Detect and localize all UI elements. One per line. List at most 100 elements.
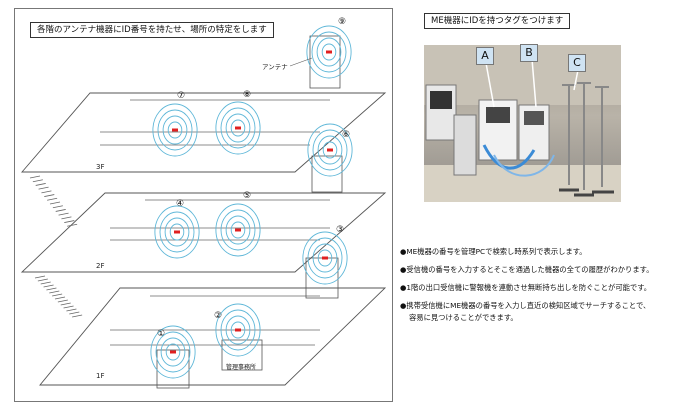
note-item: ●携帯受信機にME機器の番号を入力し直近の検知区域でサーチすることで、容易に見つ… (400, 301, 651, 322)
office-box (221, 339, 263, 371)
antenna-wave-3 (302, 231, 348, 285)
device-marker (326, 50, 332, 54)
stair-step (35, 183, 46, 186)
antenna-wave-2 (215, 303, 261, 357)
floor-plate (20, 192, 387, 273)
stair-step (64, 220, 75, 223)
note-item: ●受信機の番号を入力するとそこを通過した機器の全ての履歴がわかります。 (400, 265, 654, 274)
office-label: 管理事務所 (226, 363, 256, 371)
stair-step (43, 284, 54, 288)
wave-ring (167, 121, 183, 139)
stair-step (38, 186, 49, 190)
stair-step (58, 212, 69, 216)
me-equipment-photo (424, 45, 621, 202)
device-marker (235, 228, 241, 232)
floor-plate (39, 287, 387, 386)
antenna-number-2: ② (214, 311, 222, 321)
stair-step (63, 305, 74, 309)
antenna-room (309, 35, 341, 89)
device-marker (174, 230, 180, 234)
antenna-wave-4 (154, 205, 200, 259)
wave-ring (165, 343, 181, 361)
wave-ring (220, 309, 256, 351)
stair-step (67, 223, 78, 227)
tag-label-c: C (568, 54, 586, 72)
tag-label-b: B (520, 44, 538, 62)
device-marker (235, 328, 241, 332)
stair-step (61, 216, 72, 220)
antenna-wave-7 (152, 103, 198, 157)
antenna-number-6: ⑥ (342, 130, 350, 140)
wave-ring (159, 211, 195, 253)
antenna-number-9: ⑨ (338, 17, 346, 27)
wave-ring (317, 249, 333, 267)
notes-list: ●ME機器の番号を管理PCで検索し時系列で表示します。 ●受信機の番号を入力する… (400, 246, 696, 330)
wave-ring (302, 231, 348, 285)
photo-section-title: ME機器にIDを持つタグをつけます (424, 13, 571, 29)
antenna-wave-1 (150, 325, 196, 379)
wave-ring (215, 303, 261, 357)
tag-label-a: A (476, 47, 494, 65)
wave-ring (225, 113, 251, 143)
wave-ring (307, 123, 353, 177)
wave-ring (307, 237, 343, 279)
wave-ring (230, 221, 246, 239)
floor-label-1F: 1F (96, 372, 104, 380)
stair-step (72, 314, 83, 318)
device-marker (172, 128, 178, 132)
wave-ring (321, 43, 337, 61)
wave-ring (312, 129, 348, 171)
device-marker (327, 148, 333, 152)
stair-step (57, 299, 68, 303)
stair-step (60, 302, 71, 306)
stair-step (49, 290, 60, 294)
stair-step (37, 278, 48, 282)
stair-step (29, 175, 41, 179)
stair-step (41, 190, 52, 194)
wave-ring (306, 25, 352, 79)
stair-step (69, 311, 80, 315)
wave-ring (230, 321, 246, 339)
stair-step (47, 197, 58, 201)
wave-ring (317, 135, 343, 165)
stair-step (54, 296, 66, 300)
stair-step (46, 287, 57, 291)
stair-step (52, 293, 63, 297)
wave-ring (220, 107, 256, 149)
wave-ring (162, 115, 188, 145)
floor-label-3F: 3F (96, 163, 104, 171)
stair-step (32, 179, 43, 183)
wave-ring (169, 223, 185, 241)
wave-ring (230, 119, 246, 137)
wave-ring (312, 243, 338, 273)
antenna-wave-8 (215, 101, 261, 155)
room-box (156, 349, 190, 389)
device-marker (235, 126, 241, 130)
wave-ring (164, 217, 190, 247)
stair-step (40, 281, 51, 285)
wave-ring (155, 331, 191, 373)
antenna-number-7: ⑦ (177, 91, 185, 101)
wave-ring (220, 209, 256, 251)
stair-step (49, 201, 61, 205)
wave-ring (311, 31, 347, 73)
wave-ring (154, 205, 200, 259)
antenna-number-4: ④ (176, 199, 184, 209)
stair-step (52, 205, 63, 209)
antenna-label: アンテナ (262, 63, 288, 71)
wave-ring (316, 37, 342, 67)
note-item: ●1階の出口受信機に警報機を連動させ無断持ち出しを防ぐことが可能です。 (400, 283, 652, 292)
wave-ring (150, 325, 196, 379)
antenna-wave-5 (215, 203, 261, 257)
floor-label-2F: 2F (96, 262, 104, 270)
diagram-title: 各階のアンテナ機器にID番号を持たせ、場所の特定をします (30, 22, 274, 38)
room-box (311, 155, 343, 193)
stair-step (55, 209, 66, 212)
wave-ring (215, 203, 261, 257)
wave-ring (160, 337, 186, 367)
wave-ring (225, 215, 251, 245)
wave-ring (225, 315, 251, 345)
antenna-number-3: ③ (336, 225, 344, 235)
antenna-wave-9 (306, 25, 352, 79)
